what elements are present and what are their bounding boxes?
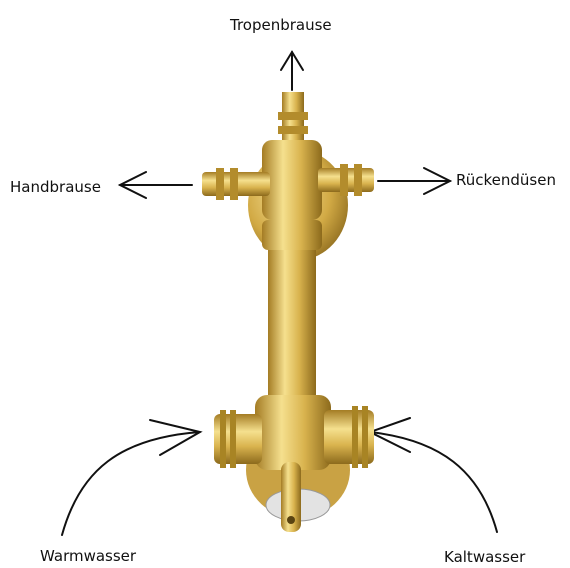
arrow-kalt-in	[370, 418, 497, 532]
label-handbrause: Handbrause	[10, 178, 101, 196]
main-pipe	[268, 228, 316, 408]
arrow-top-out	[281, 52, 303, 90]
arrow-right-out	[378, 168, 450, 194]
upper-hub	[262, 140, 322, 220]
label-rueckenduesen: Rückendüsen	[456, 171, 556, 189]
label-kaltwasser: Kaltwasser	[444, 548, 526, 566]
arrow-left-out	[120, 172, 192, 198]
lower-hub	[255, 395, 331, 470]
label-tropenbrause: Tropenbrause	[229, 16, 332, 34]
arrow-warm-in	[62, 420, 200, 535]
valve-body	[202, 92, 374, 532]
label-warmwasser: Warmwasser	[40, 547, 137, 565]
